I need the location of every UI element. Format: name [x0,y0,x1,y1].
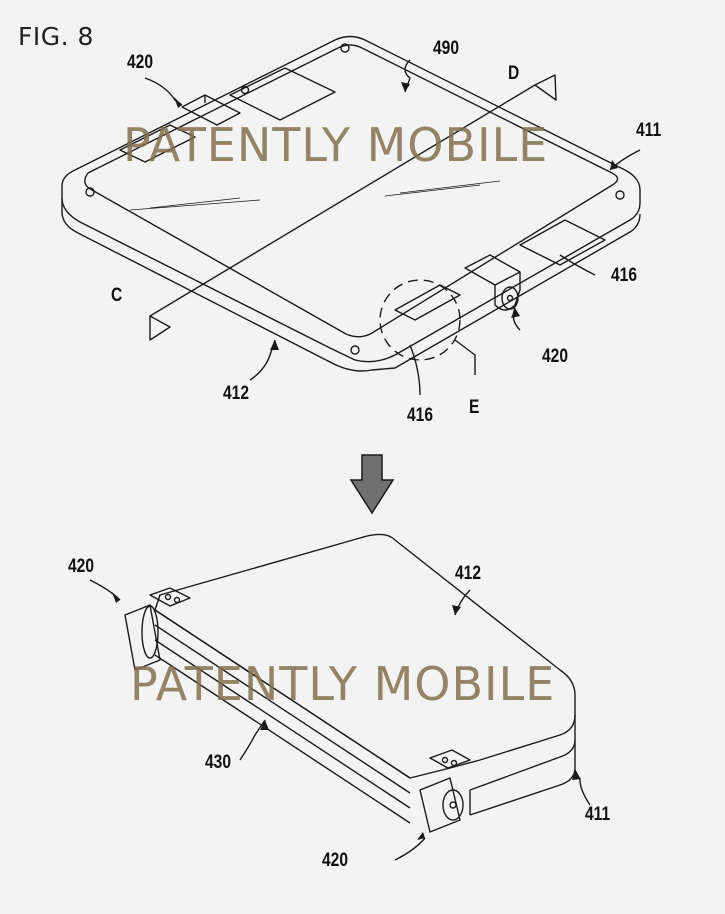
figure-title: FIG. 8 [18,22,94,51]
label-hinge-left: 420 [68,556,94,577]
label-connector: 430 [205,752,231,773]
label-sensor-right: 416 [611,265,637,286]
label-housing-first-bottom: 411 [585,804,611,825]
label-housing-second-bottom: 412 [455,563,481,584]
label-section-d: D [508,63,520,84]
label-detail-e: E [469,397,480,418]
label-section-c: C [111,285,123,306]
watermark-top: PATENTLY MOBILE [123,118,549,172]
label-hinge-right: 420 [542,346,568,367]
label-hinge-top: 420 [127,52,153,73]
label-housing-first-top: 411 [636,120,662,141]
unfolded-device [61,35,641,396]
down-arrow-icon [349,454,395,515]
watermark-bottom: PATENTLY MOBILE [130,657,556,711]
label-housing-second-top: 412 [223,383,249,404]
folded-device [89,533,591,861]
label-hinge-bottom: 420 [322,850,348,871]
label-sensor-bottom: 416 [407,405,433,426]
label-display: 490 [433,38,459,59]
